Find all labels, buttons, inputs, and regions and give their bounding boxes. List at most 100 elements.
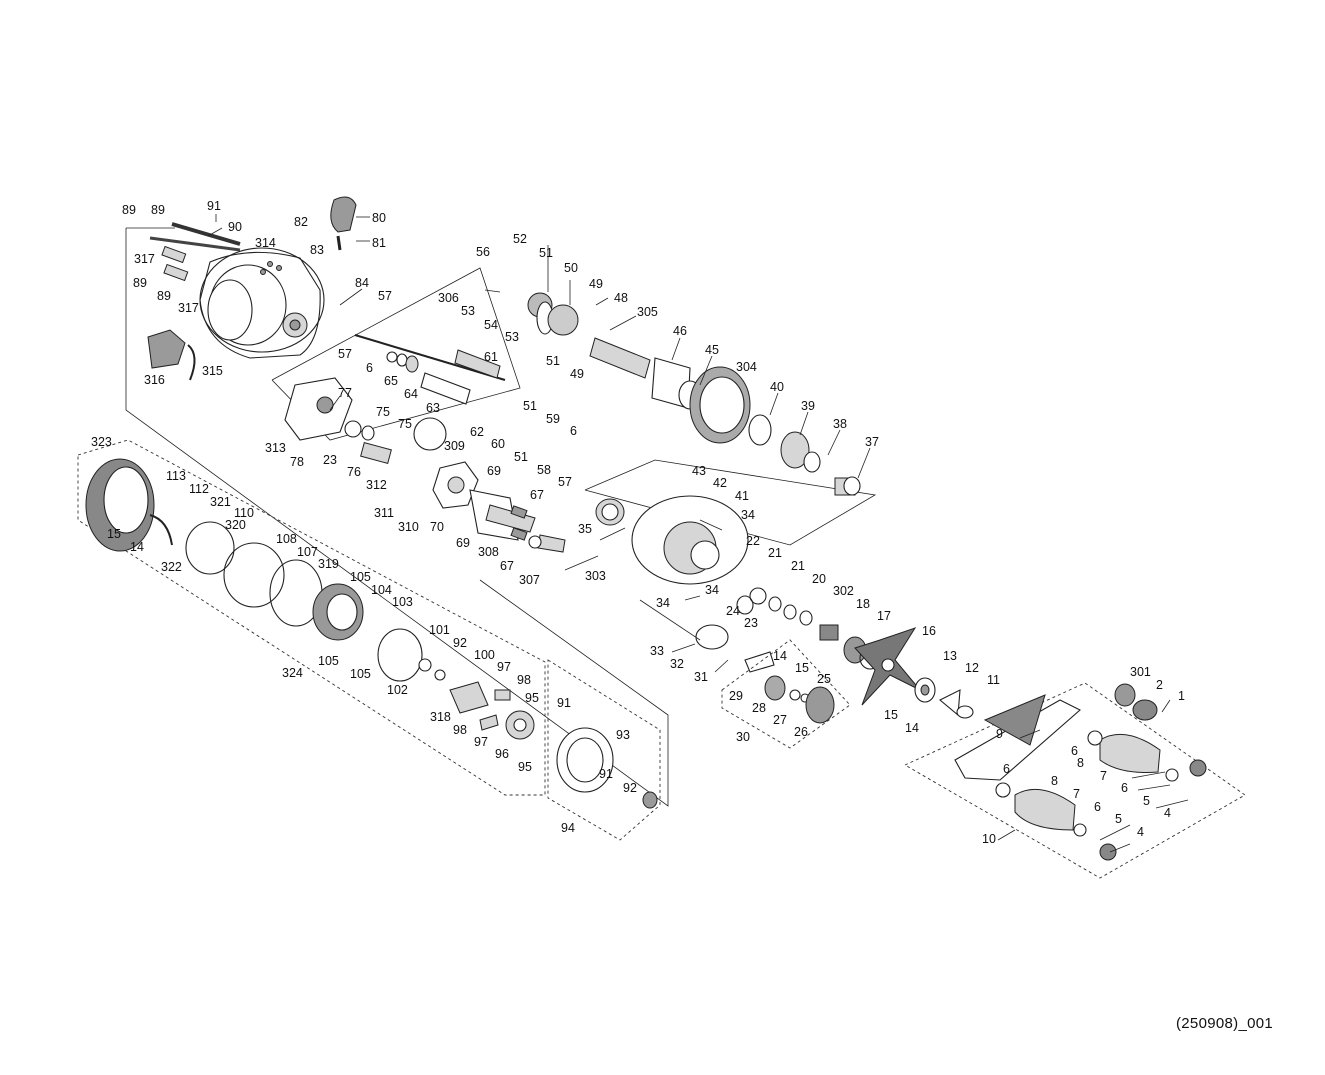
part-label: 102 bbox=[387, 683, 408, 697]
part-label: 15 bbox=[107, 527, 121, 541]
part-label: 14 bbox=[130, 540, 144, 554]
part-label: 57 bbox=[338, 347, 352, 361]
part-label: 62 bbox=[470, 425, 484, 439]
part-label: 51 bbox=[514, 450, 528, 464]
part-label: 14 bbox=[905, 721, 919, 735]
part-label: 89 bbox=[157, 289, 171, 303]
part-label: 82 bbox=[294, 215, 308, 229]
part-label: 312 bbox=[366, 478, 387, 492]
part-label: 53 bbox=[505, 330, 519, 344]
part-label: 316 bbox=[144, 373, 165, 387]
part-label: 56 bbox=[476, 245, 490, 259]
part-label: 40 bbox=[770, 380, 784, 394]
part-label: 314 bbox=[255, 236, 276, 250]
part-label: 323 bbox=[91, 435, 112, 449]
part-label: 105 bbox=[350, 667, 371, 681]
part-label: 6 bbox=[1003, 762, 1010, 776]
part-label: 67 bbox=[500, 559, 514, 573]
part-label: 37 bbox=[865, 435, 879, 449]
part-label: 321 bbox=[210, 495, 231, 509]
part-label: 65 bbox=[384, 374, 398, 388]
part-label: 25 bbox=[817, 672, 831, 686]
part-label: 45 bbox=[705, 343, 719, 357]
part-label: 301 bbox=[1130, 665, 1151, 679]
part-label: 98 bbox=[453, 723, 467, 737]
part-label: 6 bbox=[1121, 781, 1128, 795]
part-label: 29 bbox=[729, 689, 743, 703]
part-label: 100 bbox=[474, 648, 495, 662]
part-label: 41 bbox=[735, 489, 749, 503]
part-label: 313 bbox=[265, 441, 286, 455]
part-label: 77 bbox=[338, 386, 352, 400]
part-label: 43 bbox=[692, 464, 706, 478]
part-label: 2 bbox=[1156, 678, 1163, 692]
part-label: 104 bbox=[371, 583, 392, 597]
part-label: 23 bbox=[744, 616, 758, 630]
part-label: 305 bbox=[637, 305, 658, 319]
part-label: 89 bbox=[151, 203, 165, 217]
part-label: 92 bbox=[623, 781, 637, 795]
part-label: 22 bbox=[746, 534, 760, 548]
part-label: 27 bbox=[773, 713, 787, 727]
part-label: 6 bbox=[366, 361, 373, 375]
part-label: 69 bbox=[456, 536, 470, 550]
part-label: 76 bbox=[347, 465, 361, 479]
part-label: 91 bbox=[599, 767, 613, 781]
part-label: 21 bbox=[791, 559, 805, 573]
part-label: 7 bbox=[1100, 769, 1107, 783]
part-label: 98 bbox=[517, 673, 531, 687]
part-label: 67 bbox=[530, 488, 544, 502]
part-label: 5 bbox=[1143, 794, 1150, 808]
part-label: 17 bbox=[877, 609, 891, 623]
part-label: 6 bbox=[1094, 800, 1101, 814]
part-label: 57 bbox=[558, 475, 572, 489]
part-label: 13 bbox=[943, 649, 957, 663]
part-label: 7 bbox=[1073, 787, 1080, 801]
part-label: 75 bbox=[398, 417, 412, 431]
part-label: 50 bbox=[564, 261, 578, 275]
part-label: 34 bbox=[656, 596, 670, 610]
part-label: 52 bbox=[513, 232, 527, 246]
part-labels: 89 89 91 90 314 317 89 89 317 82 80 83 8… bbox=[91, 199, 1185, 846]
part-label: 322 bbox=[161, 560, 182, 574]
part-label: 89 bbox=[122, 203, 136, 217]
part-label: 306 bbox=[438, 291, 459, 305]
part-label: 20 bbox=[812, 572, 826, 586]
part-label: 51 bbox=[523, 399, 537, 413]
part-label: 49 bbox=[570, 367, 584, 381]
part-label: 91 bbox=[557, 696, 571, 710]
part-label: 15 bbox=[795, 661, 809, 675]
part-label: 310 bbox=[398, 520, 419, 534]
part-label: 94 bbox=[561, 821, 575, 835]
part-label: 97 bbox=[497, 660, 511, 674]
part-label: 96 bbox=[495, 747, 509, 761]
part-label: 42 bbox=[713, 476, 727, 490]
leader-lines bbox=[207, 214, 1189, 853]
part-label: 108 bbox=[276, 532, 297, 546]
part-label: 105 bbox=[318, 654, 339, 668]
part-shapes bbox=[85, 196, 1207, 861]
part-label: 101 bbox=[429, 623, 450, 637]
part-label: 84 bbox=[355, 276, 369, 290]
part-label: 49 bbox=[589, 277, 603, 291]
part-label: 311 bbox=[374, 506, 394, 520]
part-label: 51 bbox=[546, 354, 560, 368]
part-label: 75 bbox=[376, 405, 390, 419]
part-label: 4 bbox=[1164, 806, 1171, 820]
part-label: 319 bbox=[318, 557, 339, 571]
part-label: 61 bbox=[484, 350, 498, 364]
part-label: 58 bbox=[537, 463, 551, 477]
part-label: 318 bbox=[430, 710, 451, 724]
part-label: 33 bbox=[650, 644, 664, 658]
part-label: 103 bbox=[392, 595, 413, 609]
part-label: 9 bbox=[996, 727, 1003, 741]
part-label: 91 bbox=[207, 199, 221, 213]
part-label: 34 bbox=[741, 508, 755, 522]
part-label: 6 bbox=[570, 424, 577, 438]
part-label: 16 bbox=[922, 624, 936, 638]
part-label: 64 bbox=[404, 387, 418, 401]
part-label: 12 bbox=[965, 661, 979, 675]
part-label: 69 bbox=[487, 464, 501, 478]
part-label: 54 bbox=[484, 318, 498, 332]
